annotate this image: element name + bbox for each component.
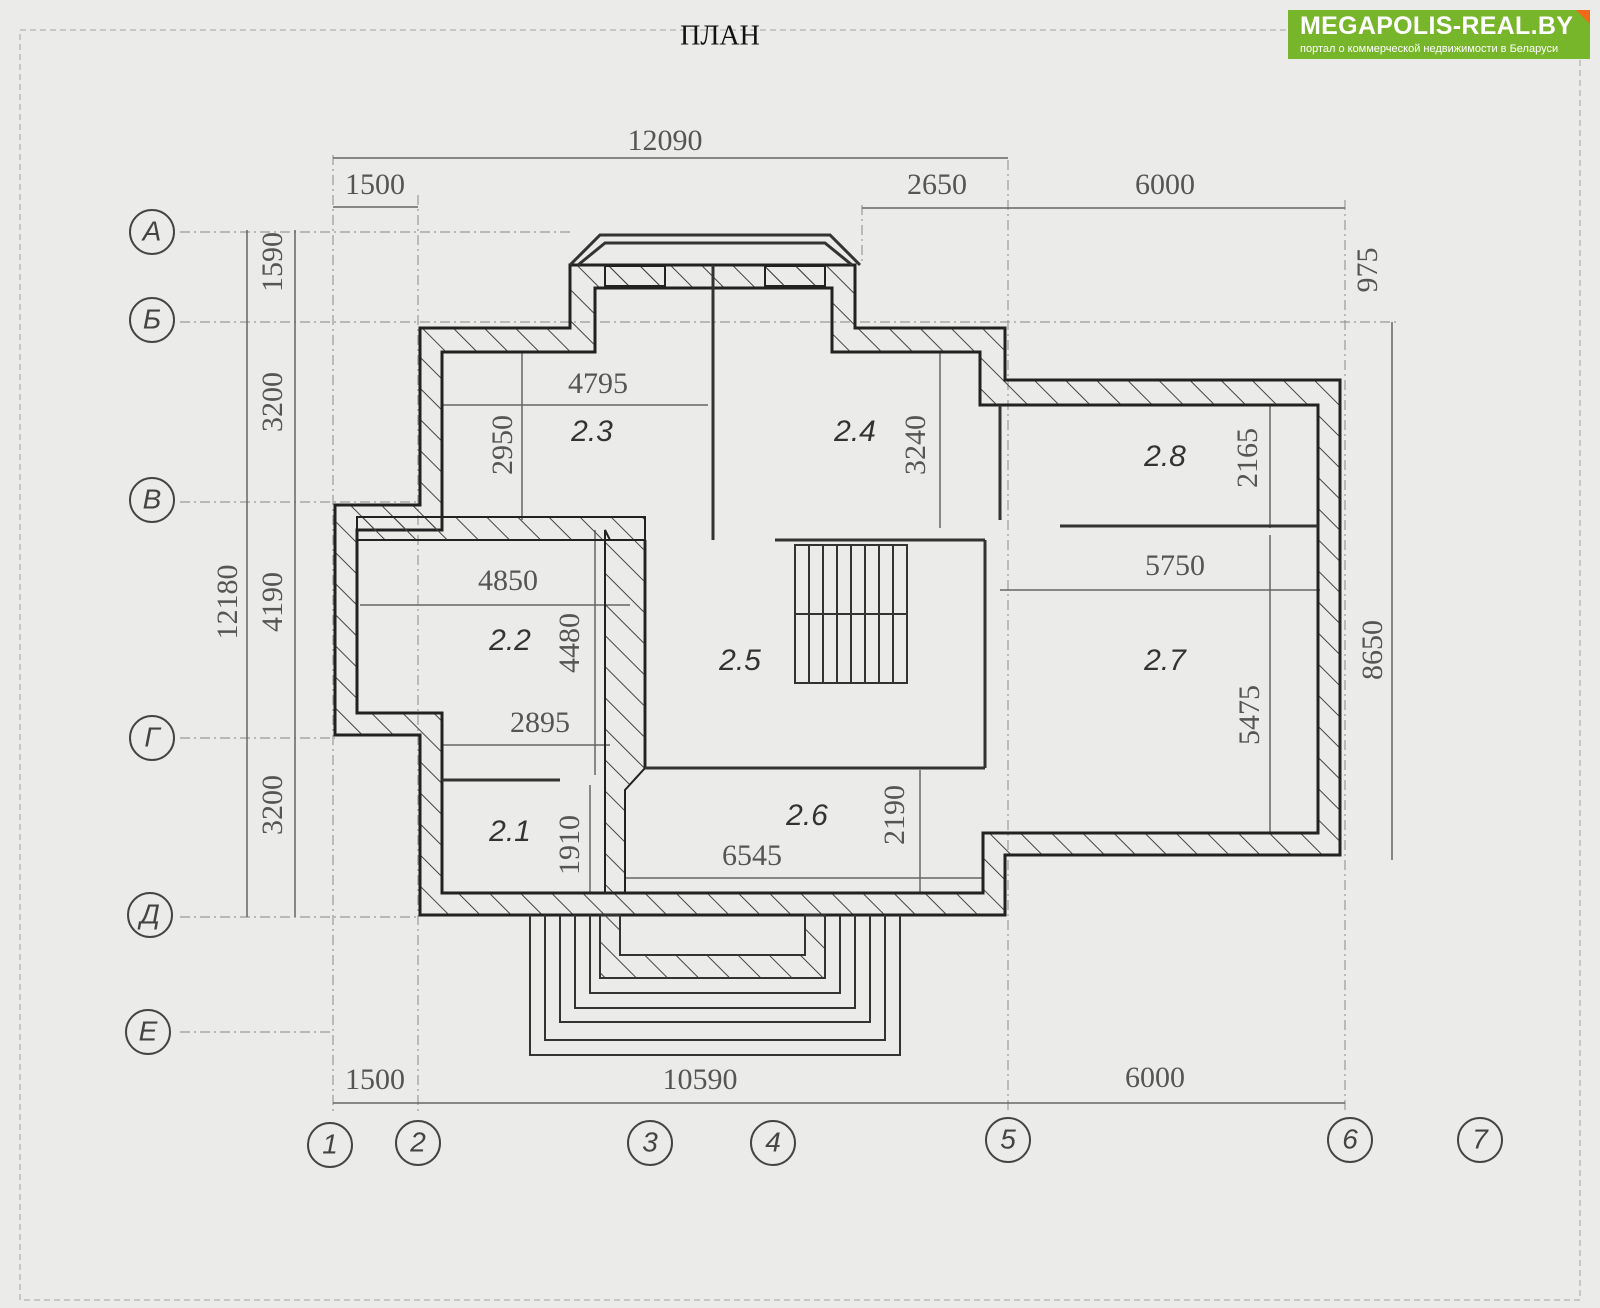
grid-lines bbox=[180, 155, 1400, 1115]
exterior-walls bbox=[333, 233, 1342, 917]
logo-tagline: портал о коммерческой недвижимости в Бел… bbox=[1300, 43, 1559, 55]
room-2-3: 2.3 bbox=[570, 415, 613, 448]
axis-row-a: А bbox=[141, 215, 162, 246]
room-2-8: 2.8 bbox=[1143, 440, 1186, 473]
dim-room-2-2-width: 4850 bbox=[478, 564, 538, 597]
room-2-5: 2.5 bbox=[718, 644, 761, 677]
dim-right-1: 975 bbox=[1351, 248, 1384, 293]
dim-top-1: 1500 bbox=[345, 168, 405, 201]
room-2-6: 2.6 bbox=[785, 799, 828, 832]
megapolis-logo[interactable]: MEGAPOLIS-REAL.BY портал о коммерческой … bbox=[1288, 10, 1590, 59]
dim-left-4: 3200 bbox=[256, 775, 289, 835]
logo-name: MEGAPOLIS-REAL.BY bbox=[1300, 12, 1574, 40]
axis-col-5: 5 bbox=[1000, 1123, 1016, 1154]
axis-col-6: 6 bbox=[1342, 1123, 1358, 1154]
dim-left-3: 4190 bbox=[256, 572, 289, 632]
dim-room-2-7-width: 5750 bbox=[1145, 549, 1205, 582]
room-2-7: 2.7 bbox=[1143, 644, 1187, 677]
row-axis-markers bbox=[125, 209, 175, 1055]
axis-col-2: 2 bbox=[409, 1126, 426, 1157]
dim-left-2: 3200 bbox=[256, 372, 289, 432]
dim-room-2-7-depth: 5475 bbox=[1233, 685, 1266, 745]
dim-bottom-2: 10590 bbox=[663, 1063, 738, 1096]
dim-room-2-8-depth: 2165 bbox=[1231, 428, 1264, 488]
dim-top-3: 6000 bbox=[1135, 168, 1195, 201]
dim-top-total: 12090 bbox=[628, 124, 703, 157]
dim-room-2-1-depth: 1910 bbox=[553, 815, 586, 875]
dim-top-2: 2650 bbox=[907, 168, 967, 201]
axis-col-7: 7 bbox=[1472, 1123, 1489, 1154]
dim-room-2-6-width: 6545 bbox=[722, 839, 782, 872]
axis-row-e: Е bbox=[139, 1015, 158, 1046]
dim-room-2-3-depth: 2950 bbox=[486, 415, 519, 475]
dimension-lines bbox=[246, 157, 1393, 1104]
dim-room-2-3-width: 4795 bbox=[568, 367, 628, 400]
room-2-2: 2.2 bbox=[488, 624, 531, 657]
dim-room-2-4-depth: 3240 bbox=[899, 415, 932, 475]
axis-row-b: Б bbox=[143, 303, 161, 334]
dim-room-2-6-depth: 2190 bbox=[878, 785, 911, 845]
sheet-border bbox=[19, 29, 1581, 1301]
dim-bottom-3: 6000 bbox=[1125, 1061, 1185, 1094]
dim-bottom-1: 1500 bbox=[345, 1063, 405, 1096]
axis-col-4: 4 bbox=[765, 1126, 781, 1157]
column-axis-markers bbox=[307, 1117, 1503, 1168]
entrance-porch bbox=[529, 914, 901, 1056]
plan-title: ПЛАН bbox=[680, 20, 760, 51]
staircase bbox=[794, 544, 908, 684]
axis-row-v: В bbox=[143, 483, 162, 514]
dim-left-1: 1590 bbox=[256, 232, 289, 292]
dim-room-2-1-width: 2895 bbox=[510, 706, 570, 739]
dim-room-2-2-depth: 4480 bbox=[553, 613, 586, 673]
axis-col-1: 1 bbox=[322, 1128, 338, 1159]
axis-row-d: Д bbox=[137, 898, 160, 929]
interior-walls bbox=[356, 265, 1318, 894]
logo-corner-fold-icon bbox=[1576, 10, 1590, 24]
axis-col-3: 3 bbox=[642, 1126, 658, 1157]
dim-right-2: 8650 bbox=[1356, 620, 1389, 680]
room-2-1: 2.1 bbox=[488, 815, 531, 848]
room-2-4: 2.4 bbox=[833, 415, 876, 448]
axis-row-g: Г bbox=[144, 721, 161, 752]
dim-left-total: 12180 bbox=[211, 565, 244, 640]
